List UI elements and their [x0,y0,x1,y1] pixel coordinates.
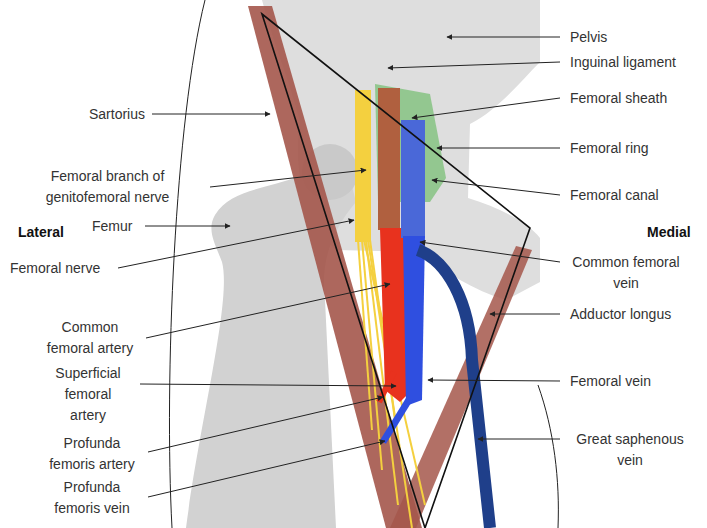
sartorius-muscle [248,6,422,528]
direction-label: Lateral [18,222,88,243]
structure-label: Great saphenous vein [568,429,692,471]
structure-label: Femur [92,216,142,237]
structure-label: Pelvis [570,27,700,48]
structure-label: Femoral sheath [570,88,700,109]
structure-label: Femoral ring [570,138,700,159]
great-saphenous-vein [418,250,490,528]
structure-label: Common femoral artery [40,317,140,359]
structure-label: Sartorius [20,104,145,125]
structure-label: Femoral vein [570,371,700,392]
femoral-vein [403,236,425,406]
structure-label: Superficial femoral artery [48,363,128,426]
profunda-femoris-vein [383,398,410,442]
femoral-nerve [355,90,371,242]
thigh-outline [538,385,558,528]
leader-lines [118,37,560,497]
structure-label: Adductor longus [570,304,700,325]
structure-label: Profunda femoris vein [40,477,144,519]
femoral-triangle [262,14,530,528]
direction-label: Medial [647,222,703,243]
structure-label: Common femoral vein [568,252,684,294]
structure-label: Femoral branch of genitofemoral nerve [10,166,205,208]
structure-label: Profunda femoris artery [40,433,144,475]
structure-label: Femoral nerve [10,258,150,279]
common-femoral-vein [401,120,425,238]
structure-label: Femoral canal [570,185,700,206]
structure-label: Inguinal ligament [570,52,700,73]
